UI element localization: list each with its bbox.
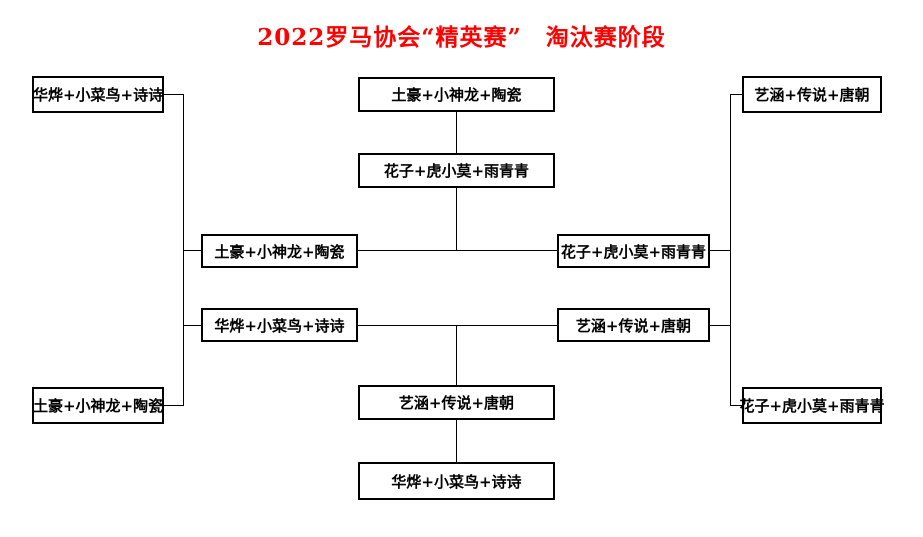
team-box-left-outer-bottom: 土豪+小神龙+陶瓷 [32, 387, 164, 424]
connector-line [183, 325, 201, 326]
connector-line [358, 250, 557, 251]
team-box-final-right: 花子+虎小莫+雨青青 [557, 234, 710, 268]
team-box-right-outer-bottom: 花子+虎小莫+雨青青 [739, 387, 885, 424]
connector-line [358, 325, 557, 326]
team-box-consolation-left: 华烨+小菜鸟+诗诗 [201, 308, 358, 342]
team-box-final-left: 土豪+小神龙+陶瓷 [201, 234, 358, 268]
connector-line [183, 94, 184, 405]
connector-line [183, 250, 201, 251]
connector-line [710, 250, 730, 251]
connector-line [164, 94, 184, 95]
team-box-center-lower-winner: 艺涵+传说+唐朝 [358, 385, 555, 420]
team-box-consolation-right: 艺涵+传说+唐朝 [557, 308, 710, 342]
team-box-center-upper-second: 花子+虎小莫+雨青青 [358, 153, 555, 188]
team-box-center-top: 土豪+小神龙+陶瓷 [358, 77, 555, 112]
team-box-left-outer-top: 华烨+小菜鸟+诗诗 [32, 76, 164, 113]
connector-line [456, 420, 457, 462]
connector-line [730, 94, 742, 95]
page-title: 2022罗马协会“精英赛” 淘汰赛阶段 [257, 24, 666, 51]
connector-line [710, 325, 730, 326]
team-box-right-outer-top: 艺涵+传说+唐朝 [742, 76, 882, 113]
connector-line [456, 188, 457, 251]
team-box-center-bottom: 华烨+小菜鸟+诗诗 [358, 462, 555, 500]
connector-line [730, 94, 731, 405]
connector-line [456, 112, 457, 153]
connector-line [164, 405, 184, 406]
connector-line [456, 325, 457, 385]
connector-line [730, 405, 742, 406]
